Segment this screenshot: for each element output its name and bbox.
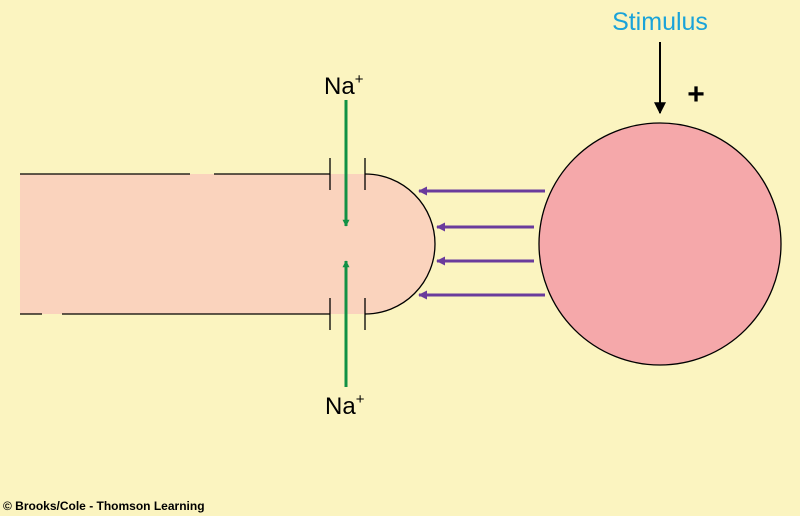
ion-label-bottom-charge: + — [356, 391, 365, 408]
cell-body — [538, 122, 782, 366]
ion-label-top-base: Na — [324, 73, 355, 100]
ion-label-bottom: Na+ — [325, 391, 365, 420]
ion-label-top: Na+ — [324, 71, 364, 100]
ion-label-top-charge: + — [355, 71, 364, 88]
stimulus-label: Stimulus — [612, 8, 708, 36]
stimulus-sign: + — [687, 78, 705, 111]
axon-terminal-cap — [364, 173, 436, 315]
axon-cylinder — [20, 174, 435, 314]
copyright-credit: © Brooks/Cole - Thomson Learning — [3, 499, 205, 513]
ion-label-bottom-base: Na — [325, 393, 356, 420]
